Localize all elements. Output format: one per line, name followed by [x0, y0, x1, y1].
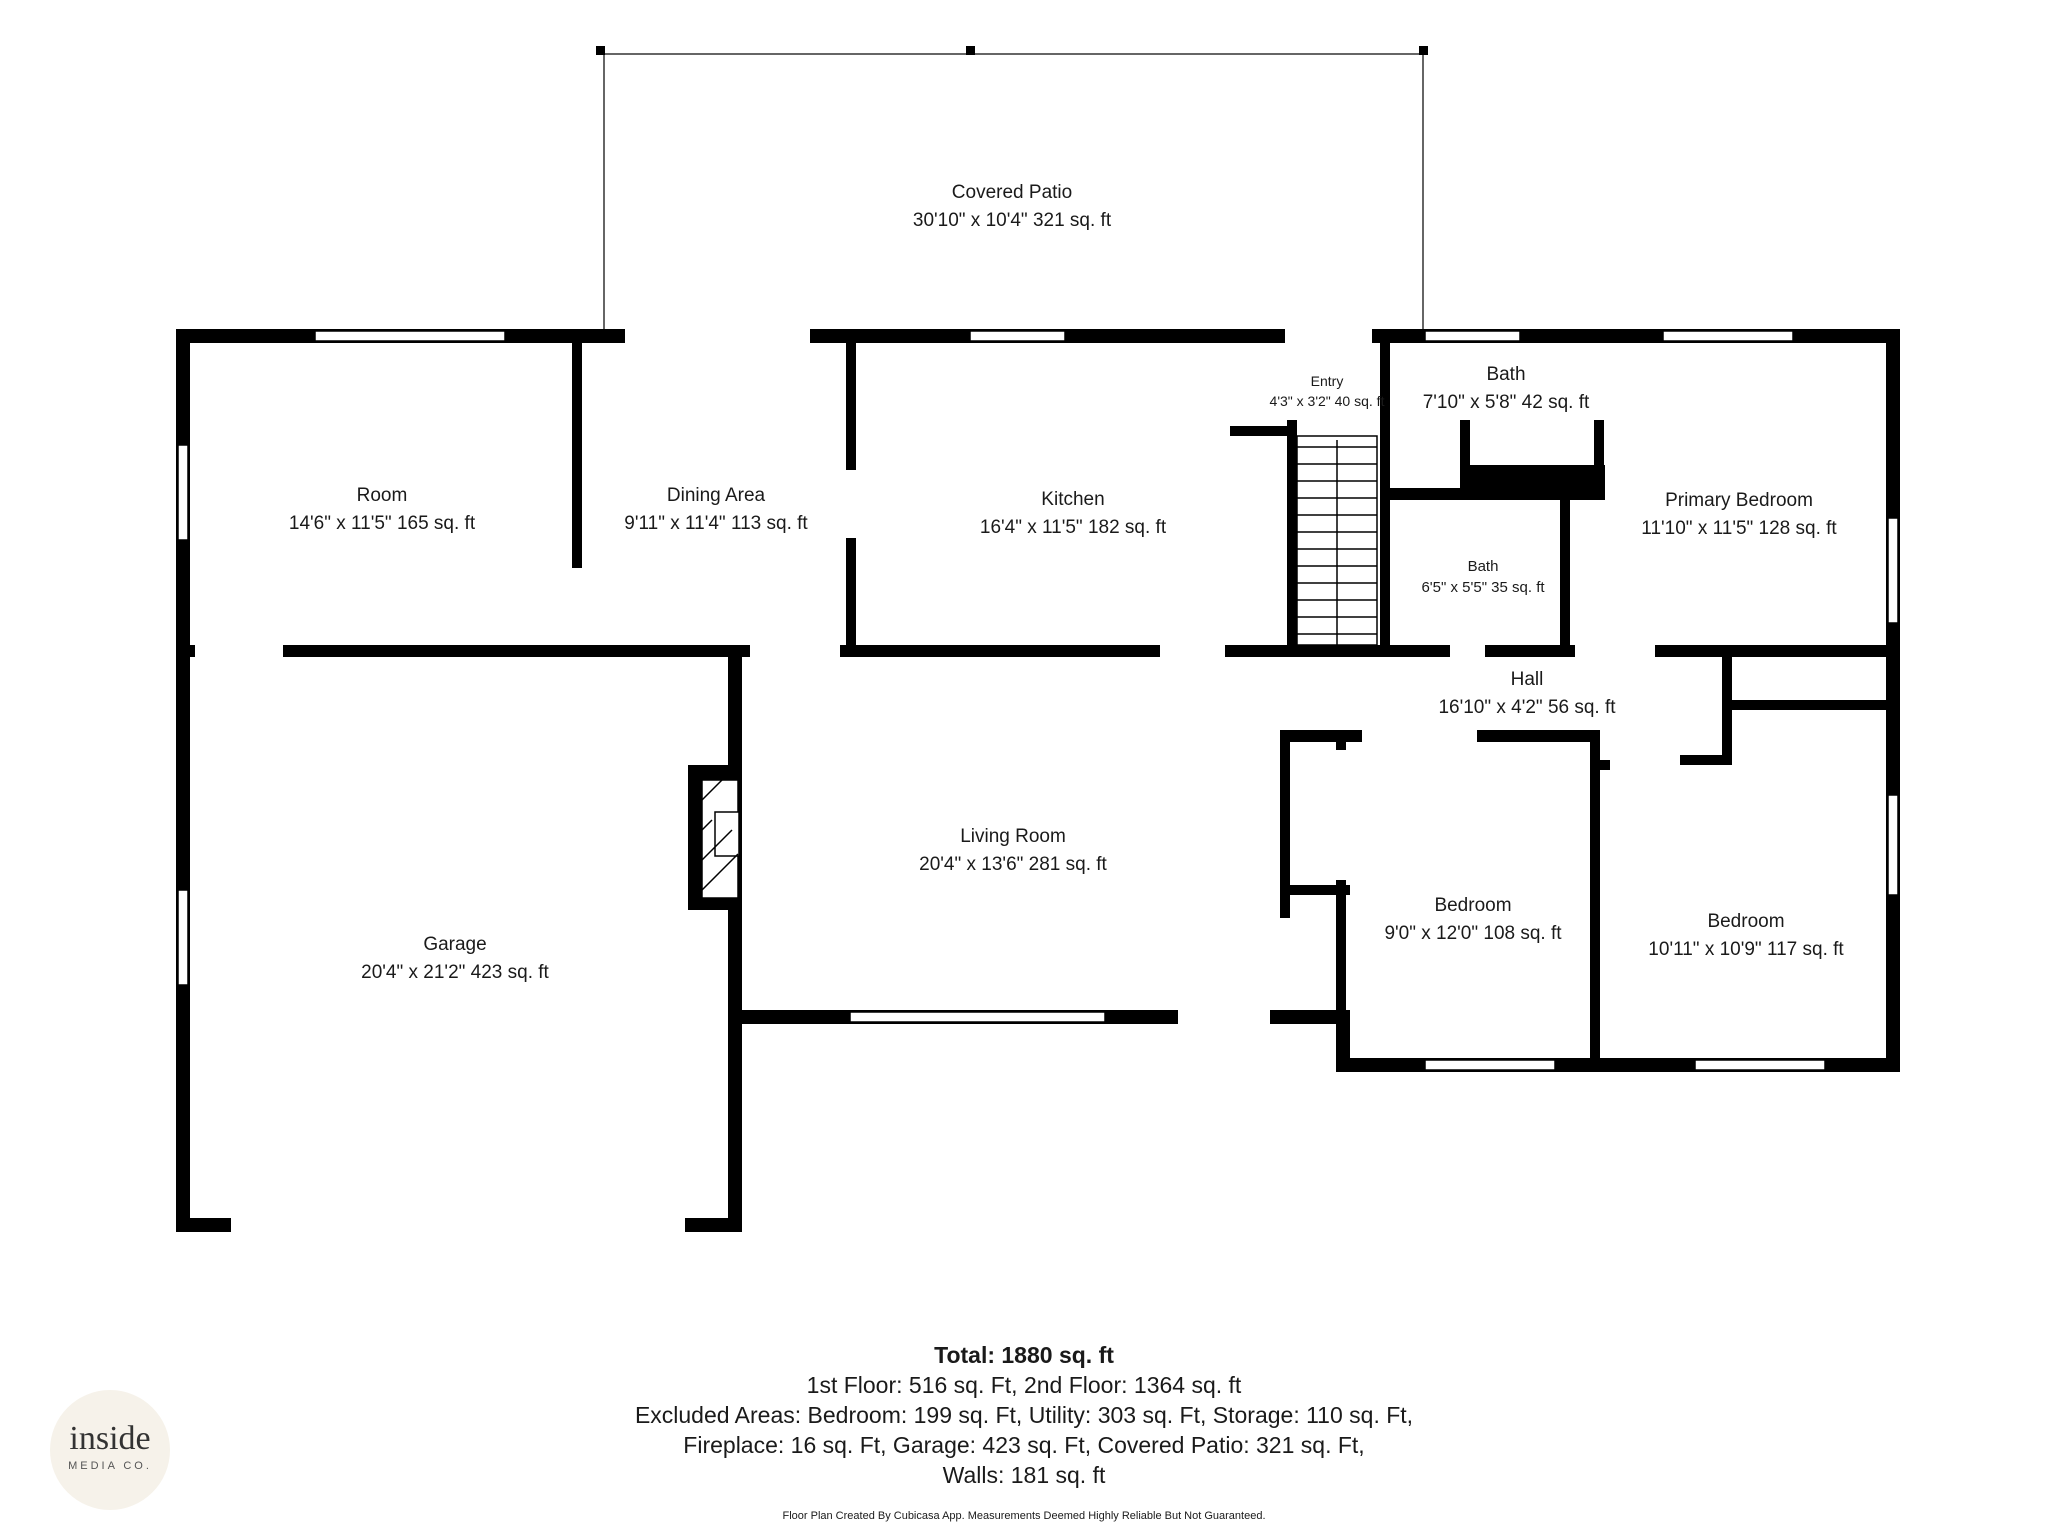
- room-name: Entry: [1310, 373, 1344, 389]
- room-name: Kitchen: [1041, 489, 1105, 510]
- room-dimensions: 9'0" x 12'0" 108 sq. ft: [1384, 923, 1562, 944]
- exterior-walls: [176, 329, 1900, 1232]
- room-label-bath-upper: Bath 7'10" x 5'8" 42 sq. ft: [1423, 361, 1590, 417]
- room-label-bedroom-1: Bedroom 9'0" x 12'0" 108 sq. ft: [1384, 892, 1561, 948]
- room-name: Dining Area: [666, 485, 766, 506]
- room-label-living-room: Living Room 20'4" x 13'6" 281 sq. ft: [919, 823, 1107, 879]
- room-name: Bath: [1486, 364, 1526, 385]
- excluded-areas-line-3: Walls: 181 sq. ft: [942, 1462, 1106, 1488]
- inside-media-logo: inside MEDIA CO.: [50, 1390, 170, 1510]
- room-dimensions: 7'10" x 5'8" 42 sq. ft: [1422, 392, 1590, 413]
- logo-brand: inside: [69, 1420, 151, 1457]
- room-label-bath-lower: Bath 6'5" x 5'5" 35 sq. ft: [1421, 556, 1544, 598]
- floor-areas: 1st Floor: 516 sq. Ft, 2nd Floor: 1364 s…: [806, 1372, 1242, 1398]
- room-name: Hall: [1510, 669, 1544, 690]
- room-label-kitchen: Kitchen 16'4" x 11'5" 182 sq. ft: [980, 486, 1166, 542]
- room-label-room: Room 14'6" x 11'5" 165 sq. ft: [289, 482, 475, 538]
- disclaimer: Floor Plan Created By Cubicasa App. Meas…: [782, 1510, 1266, 1522]
- excluded-areas-line-2: Fireplace: 16 sq. Ft, Garage: 423 sq. Ft…: [683, 1432, 1365, 1458]
- room-dimensions: 20'4" x 21'2" 423 sq. ft: [361, 962, 549, 983]
- room-dimensions: 6'5" x 5'5" 35 sq. ft: [1421, 579, 1545, 596]
- covered-patio-outline: [600, 53, 1425, 330]
- logo-sub: MEDIA CO.: [68, 1460, 152, 1472]
- staircase: [1296, 435, 1378, 646]
- room-dimensions: 16'10" x 4'2" 56 sq. ft: [1438, 697, 1616, 718]
- doorways: [195, 470, 1655, 1010]
- room-dimensions: 10'11" x 10'9" 117 sq. ft: [1648, 939, 1844, 960]
- room-label-entry: Entry 4'3" x 3'2" 40 sq. ft: [1270, 371, 1385, 411]
- room-dimensions: 9'11" x 11'4" 113 sq. ft: [624, 513, 808, 534]
- room-name: Garage: [423, 934, 487, 955]
- excluded-areas-line-1: Excluded Areas: Bedroom: 199 sq. Ft, Uti…: [634, 1402, 1414, 1428]
- windows: [177, 330, 1899, 1071]
- room-label-primary-bedroom: Primary Bedroom 11'10" x 11'5" 128 sq. f…: [1641, 487, 1836, 543]
- area-summary: Total: 1880 sq. ft 1st Floor: 516 sq. Ft…: [635, 1340, 1413, 1490]
- room-dimensions: 30'10" x 10'4" 321 sq. ft: [912, 210, 1112, 231]
- room-dimensions: 4'3" x 3'2" 40 sq. ft: [1269, 393, 1385, 409]
- room-name: Living Room: [960, 826, 1066, 847]
- room-dimensions: 11'10" x 11'5" 128 sq. ft: [1641, 518, 1837, 539]
- room-label-bedroom-2: Bedroom 10'11" x 10'9" 117 sq. ft: [1648, 908, 1843, 964]
- room-name: Bedroom: [1434, 895, 1512, 916]
- room-label-garage: Garage 20'4" x 21'2" 423 sq. ft: [361, 931, 549, 987]
- room-label-covered-patio: Covered Patio 30'10" x 10'4" 321 sq. ft: [913, 179, 1111, 235]
- room-name: Bedroom: [1707, 911, 1785, 932]
- room-label-dining-area: Dining Area 9'11" x 11'4" 113 sq. ft: [624, 482, 807, 538]
- room-name: Primary Bedroom: [1665, 490, 1813, 511]
- fireplace: [701, 779, 740, 899]
- room-name: Room: [356, 485, 408, 506]
- room-dimensions: 14'6" x 11'5" 165 sq. ft: [288, 513, 476, 534]
- room-name: Covered Patio: [951, 182, 1073, 203]
- room-dimensions: 20'4" x 13'6" 281 sq. ft: [919, 854, 1107, 875]
- room-label-hall: Hall 16'10" x 4'2" 56 sq. ft: [1438, 666, 1615, 722]
- room-dimensions: 16'4" x 11'5" 182 sq. ft: [979, 517, 1167, 538]
- total-area: Total: 1880 sq. ft: [934, 1342, 1114, 1368]
- room-name: Bath: [1467, 558, 1499, 575]
